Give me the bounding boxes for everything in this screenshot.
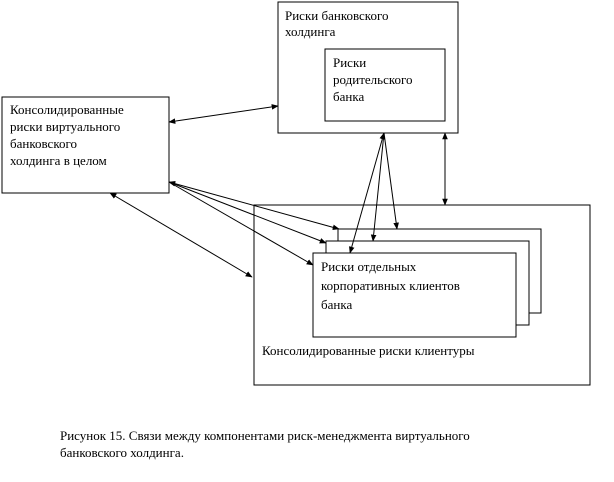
- arrow-holding-client-middle: [370, 132, 385, 242]
- clientele-label: Консолидированные риски клиентуры: [262, 343, 475, 358]
- parent-bank-label: Риски родительского банка: [333, 55, 416, 104]
- arrow-consolidated-holding: [168, 104, 279, 124]
- arrow-holding-client-front: [349, 132, 385, 254]
- arrow-holding-client-back: [383, 132, 399, 230]
- client-box-front: [312, 252, 517, 338]
- consolidated-virtual-label: Консолидированные риски виртуального бан…: [10, 102, 127, 168]
- arrow-consolidated-client-back: [168, 180, 340, 231]
- arrow-consolidated-client-front: [168, 181, 314, 266]
- figure-caption: Рисунок 15. Связи между компонентами рис…: [60, 427, 600, 461]
- caption-line-2: банковского холдинга.: [60, 445, 184, 460]
- consolidated-virtual-box: [1, 96, 170, 194]
- client-risks-label: Риски отдельных корпоративных клиентов б…: [321, 259, 463, 312]
- caption-line-1: Рисунок 15. Связи между компонентами рис…: [60, 428, 470, 443]
- parent-bank-box: [324, 48, 446, 122]
- arrow-consolidated-client-middle: [168, 181, 327, 244]
- holding-label: Риски банковского холдинга: [285, 8, 392, 39]
- arrow-consolidated-clientele: [109, 192, 253, 278]
